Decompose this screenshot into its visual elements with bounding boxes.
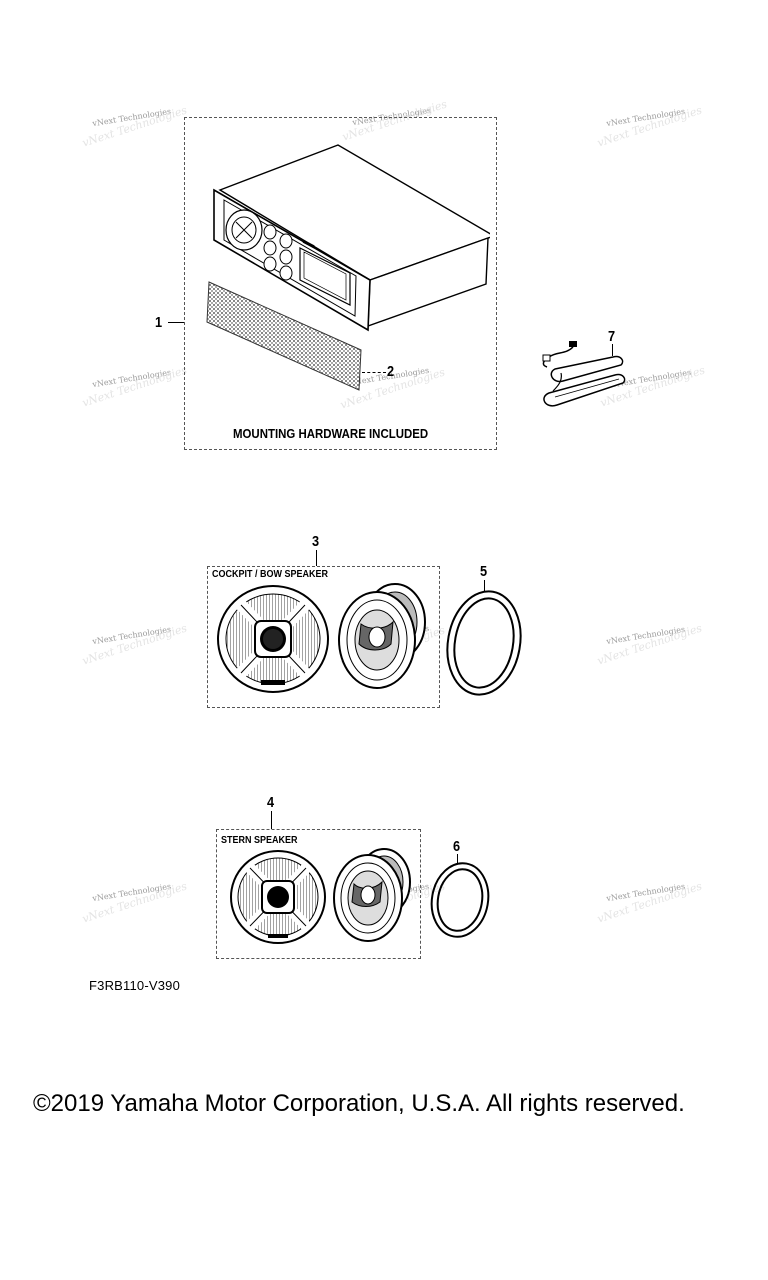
stern-speaker-grille-illustration	[230, 850, 326, 944]
box1-caption: MOUNTING HARDWARE INCLUDED	[233, 426, 429, 441]
cockpit-speaker-driver-illustration	[338, 583, 426, 689]
copyright-notice: ©2019 Yamaha Motor Corporation, U.S.A. A…	[33, 1090, 685, 1117]
cockpit-bow-speaker-box	[207, 566, 440, 708]
diagram-code: F3RB110-V390	[89, 978, 181, 993]
stereo-head-unit-illustration	[213, 144, 490, 332]
faceplate-cover-illustration	[206, 281, 362, 391]
stern-speaker-driver-illustration	[333, 848, 411, 942]
leader-line	[316, 550, 317, 566]
callout-1: 1	[155, 314, 163, 331]
callout-4: 4	[267, 794, 275, 811]
cockpit-speaker-grille-illustration	[217, 585, 329, 693]
callout-2: 2	[387, 363, 395, 380]
wiring-harness-illustration	[542, 341, 626, 407]
leader-line	[457, 854, 458, 864]
stern-speaker-box	[216, 829, 421, 959]
callout-3: 3	[312, 533, 320, 550]
stereo-kit-box	[184, 117, 497, 450]
stern-speaker-gasket-illustration	[430, 862, 490, 938]
box4-caption: STERN SPEAKER	[221, 835, 298, 846]
leader-line	[612, 344, 613, 356]
callout-6: 6	[453, 838, 461, 855]
callout-5: 5	[480, 563, 488, 580]
box3-caption: COCKPIT / BOW SPEAKER	[212, 569, 329, 580]
leader-line	[484, 580, 485, 592]
leader-line	[362, 372, 386, 373]
leader-line	[271, 811, 272, 829]
callout-7: 7	[608, 328, 616, 345]
leader-line	[168, 322, 184, 323]
cockpit-speaker-gasket-illustration	[446, 590, 522, 696]
